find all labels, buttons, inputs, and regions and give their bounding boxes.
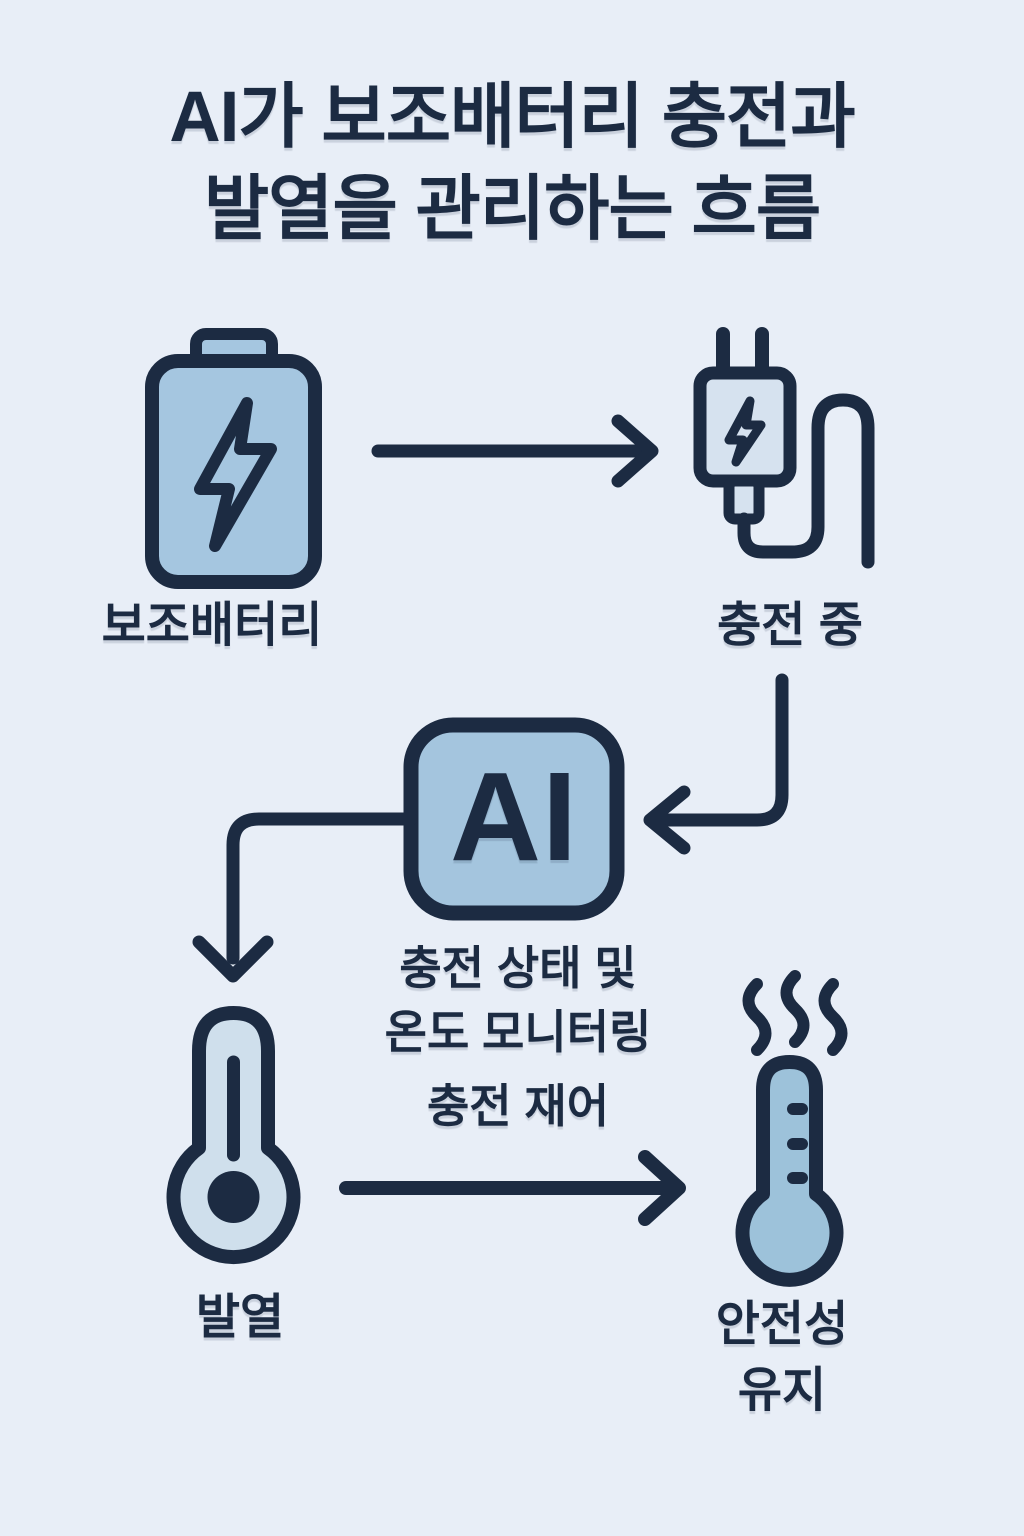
ai-label: AI xyxy=(450,745,578,887)
thermometer-heat-icon xyxy=(735,1055,844,1287)
arrow-heat-to-safety xyxy=(339,1150,686,1226)
battery-icon xyxy=(145,328,322,589)
safety-label-line-1: 안전성 xyxy=(715,1298,849,1351)
charging-label: 충전 중 xyxy=(717,599,863,652)
arrow-head-right-icon xyxy=(638,1150,686,1226)
thermometer-bulb-dot xyxy=(207,1171,260,1223)
battery-bolt-icon xyxy=(194,397,277,552)
heat-waves-icon xyxy=(742,970,848,1056)
battery-body xyxy=(145,354,322,589)
thermometer-tick-1 xyxy=(787,1103,808,1115)
safety-label: 안전성 유지 xyxy=(582,1292,982,1424)
arrow-head-right-icon xyxy=(611,414,659,488)
heat-wave-2 xyxy=(780,970,810,1048)
arrow-elbow-line xyxy=(226,812,418,965)
page-title: AI가 보조배터리 충전과 발열을 관리하는 흐름 xyxy=(0,72,1024,256)
plug-cable xyxy=(737,393,875,569)
ai-caption: 충전 상태 및 온도 모니터링 충전 재어 xyxy=(218,936,818,1138)
heat-wave-1 xyxy=(742,978,772,1056)
thermometer-safety-outline xyxy=(735,1055,844,1287)
title-line-1: AI가 보조배터리 충전과 xyxy=(169,78,855,157)
ai-caption-line-1: 충전 상태 및 xyxy=(399,942,637,994)
arrow-head-left-icon xyxy=(643,785,691,855)
plug-bolt-icon xyxy=(724,396,766,467)
thermometer-tick-2 xyxy=(787,1138,808,1150)
thermometer-tick-3 xyxy=(787,1172,808,1184)
thermometer-icon xyxy=(166,1006,301,1265)
charging-plug-icon xyxy=(693,327,875,569)
arrow-elbow-line xyxy=(650,673,789,827)
heat-wave-3 xyxy=(818,978,848,1056)
arrow-ai-to-heat xyxy=(192,812,418,983)
arrow-head-down-icon xyxy=(192,935,274,983)
ai-caption-line-3: 충전 재어 xyxy=(426,1080,610,1132)
safety-label-line-2: 유지 xyxy=(737,1364,827,1417)
ai-caption-line-2: 온도 모니터링 xyxy=(384,1006,652,1058)
heat-label: 발열 xyxy=(195,1291,285,1344)
arrow-battery-to-charging xyxy=(371,414,659,488)
arrow-charging-to-ai xyxy=(643,673,789,855)
title-line-2: 발열을 관리하는 흐름 xyxy=(203,170,821,249)
battery-label: 보조배터리 xyxy=(101,599,323,652)
